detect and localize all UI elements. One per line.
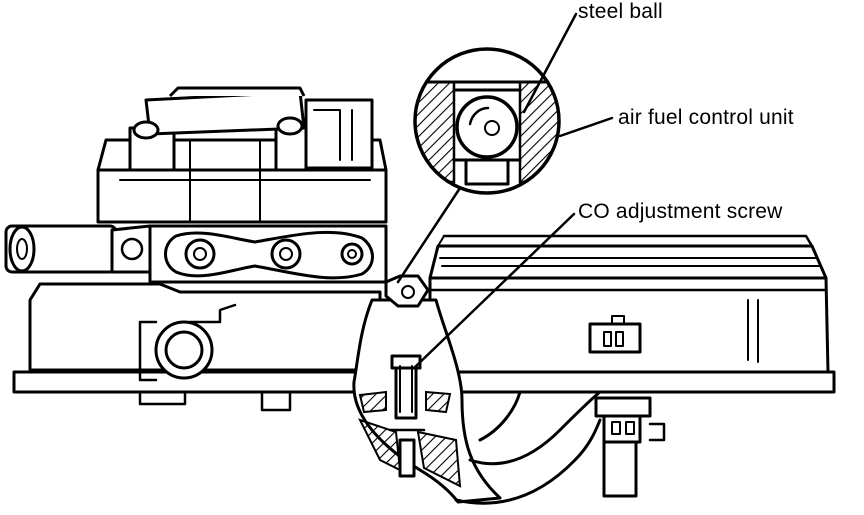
leader-air-fuel-control-unit: [558, 116, 614, 138]
cutaway-section: [352, 274, 502, 504]
sensor-connector: [588, 315, 666, 498]
label-co-adjustment-screw: CO adjustment screw: [578, 200, 783, 223]
leader-lines: [396, 12, 614, 370]
inlet-port: [4, 224, 237, 382]
detail-magnifier: [413, 47, 561, 195]
label-air-fuel-control-unit: air fuel control unit: [618, 106, 794, 129]
steel-ball: [455, 95, 519, 159]
leader-co-adjustment-screw: [412, 212, 576, 370]
link-plate: [148, 224, 388, 284]
outlet-pipe: [454, 390, 602, 505]
distributor-block: [96, 86, 388, 224]
leader-steel-ball: [522, 12, 578, 114]
label-steel-ball: steel ball: [578, 0, 663, 23]
leader-detail-circle: [396, 186, 462, 284]
